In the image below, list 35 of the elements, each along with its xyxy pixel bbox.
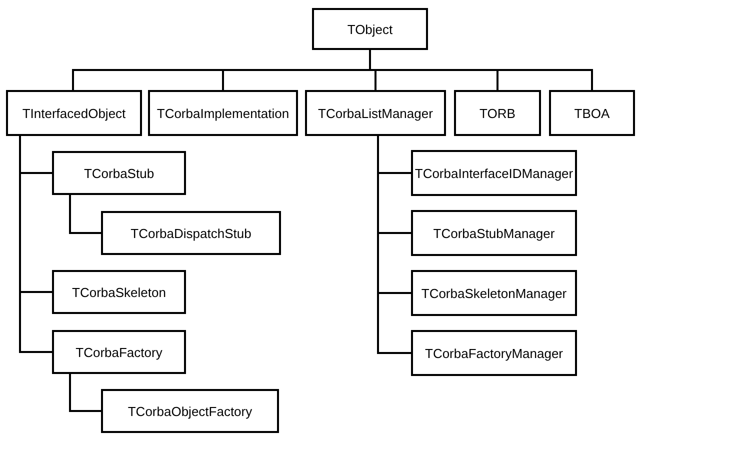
class-box [411, 330, 577, 376]
connector-line [369, 50, 593, 90]
class-name: TCorbaInterfaceIDManager [414, 166, 574, 180]
class-box [411, 150, 577, 196]
class-name: TCorbaListManager [318, 106, 433, 120]
class-box [52, 270, 186, 314]
class-box [411, 210, 577, 256]
class-name: TCorbaDispatchStub [130, 226, 252, 240]
connector-line [69, 374, 101, 412]
class-name: TCorbaFactory [76, 344, 162, 360]
class-box [411, 270, 577, 316]
connector-line [377, 136, 411, 354]
class-name: TCorbaSkeletonManager [421, 286, 567, 300]
class-box [312, 8, 428, 50]
class-box [305, 90, 446, 136]
class-box [549, 90, 635, 136]
class-name: TCorbaImplementation [156, 106, 290, 120]
class-name: TCorbaStub [84, 166, 154, 180]
connector-line [69, 195, 101, 234]
class-name: TORB [480, 106, 516, 120]
class-box [148, 90, 298, 136]
class-box [52, 330, 186, 374]
class-box [6, 90, 142, 136]
class-name: TObject [347, 22, 393, 36]
class-name: TCorbaStubManager [433, 226, 555, 240]
class-name: TBOA [574, 106, 610, 120]
class-name: TCorbaSkeleton [72, 284, 166, 300]
class-name: TCorbaObjectFactory [128, 404, 252, 418]
class-box [101, 389, 279, 433]
class-box [52, 151, 186, 195]
class-name: TCorbaFactoryManager [425, 346, 563, 360]
class-box [454, 90, 541, 136]
connector-line [19, 136, 52, 353]
class-name: TInterfacedObject [22, 106, 126, 120]
class-box [101, 211, 281, 255]
